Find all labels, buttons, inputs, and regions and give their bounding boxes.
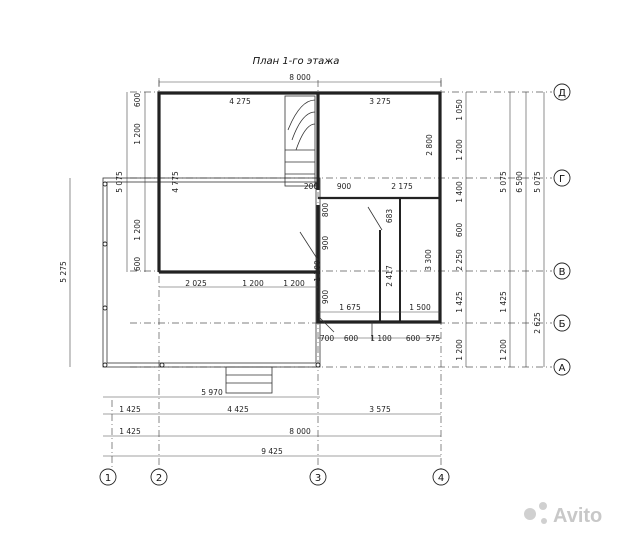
door-swings: [299, 206, 383, 340]
svg-text:4 425: 4 425: [227, 405, 249, 414]
plan-title: План 1-го этажа: [253, 56, 340, 67]
dim-4275: 4 275: [229, 97, 251, 106]
axis-marker-G: Г: [559, 174, 565, 185]
svg-text:1 425: 1 425: [499, 291, 508, 313]
dim-5275: 5 275: [59, 261, 68, 283]
svg-text:1 425: 1 425: [119, 405, 141, 414]
dim-2800: 2 800: [425, 134, 434, 156]
svg-text:1 200: 1 200: [499, 339, 508, 361]
axis-marker-V: В: [559, 267, 566, 278]
dim-200: 200: [304, 182, 319, 191]
axis-marker-3: 3: [315, 473, 321, 484]
svg-text:3 575: 3 575: [369, 405, 391, 414]
svg-text:5 075: 5 075: [499, 171, 508, 193]
svg-text:1 200: 1 200: [455, 139, 464, 161]
dim-1500: 1 500: [409, 303, 431, 312]
watermark-text: Avito: [553, 505, 602, 527]
dim-right-chain: 1 050 1 200 1 400 600 2 250 1 425 1 200 …: [455, 92, 545, 367]
svg-text:1 400: 1 400: [455, 181, 464, 203]
dim-900-v-a: 900: [321, 236, 330, 251]
staircase: [284, 95, 316, 187]
dim-1200-b: 1 200: [283, 279, 305, 288]
dim-2417: 2 417: [385, 265, 394, 287]
dim-1675: 1 675: [339, 303, 361, 312]
axis-marker-2: 2: [156, 473, 162, 484]
svg-text:575: 575: [426, 334, 441, 343]
dim-3300: 3 300: [424, 249, 433, 271]
dim-below-chain: 5 970 1 425 4 425 3 575 1 425 8 000 9 42…: [103, 388, 441, 457]
dim-900-v-b: 900: [321, 290, 330, 305]
svg-text:2 250: 2 250: [455, 249, 464, 271]
dim-800: 800: [321, 203, 330, 218]
dim-1200-a: 1 200: [242, 279, 264, 288]
dim-5970: 5 970: [201, 388, 223, 397]
svg-text:1 425: 1 425: [455, 291, 464, 313]
row-axis-markers: Д Г В Б А: [553, 83, 571, 376]
svg-text:5 075: 5 075: [115, 171, 124, 193]
svg-text:1 200: 1 200: [455, 339, 464, 361]
dim-4775: 4 775: [171, 171, 180, 193]
dim-9425: 9 425: [261, 447, 283, 456]
axis-marker-4: 4: [438, 473, 444, 484]
svg-text:600: 600: [133, 257, 142, 272]
dim-2175: 2 175: [391, 182, 413, 191]
svg-text:700: 700: [320, 334, 335, 343]
svg-text:5 075: 5 075: [533, 171, 542, 193]
svg-text:1 100: 1 100: [370, 334, 392, 343]
interior-walls: [316, 93, 440, 322]
dim-2025: 2 025: [185, 279, 207, 288]
dim-top-overall: 8 000: [158, 73, 442, 86]
dim-900-h: 900: [337, 182, 352, 191]
dim-bottom-row: 700 600 1 100 600 575: [318, 334, 441, 343]
dim-683: 683: [385, 209, 394, 224]
svg-text:1 050: 1 050: [455, 99, 464, 121]
axis-marker-B: Б: [559, 319, 566, 330]
svg-text:600: 600: [344, 334, 359, 343]
dim-left-chain: 600 1 200 5 075 1 200 600 5 275: [59, 92, 146, 367]
entrance-steps: [225, 366, 273, 394]
column-axis-markers: 1 2 3 4: [99, 468, 450, 486]
svg-text:600: 600: [406, 334, 421, 343]
dim-8000-top: 8 000: [289, 73, 311, 82]
axis-marker-1: 1: [105, 473, 111, 484]
dim-1200-v: 1 200: [313, 260, 322, 282]
axis-marker-D: Д: [558, 88, 566, 99]
svg-text:2 625: 2 625: [533, 312, 542, 334]
avito-watermark: Avito: [524, 502, 602, 527]
svg-text:1 200: 1 200: [133, 123, 142, 145]
svg-text:600: 600: [133, 93, 142, 108]
axis-marker-A: А: [559, 363, 566, 374]
svg-text:1 425: 1 425: [119, 427, 141, 436]
svg-text:1 200: 1 200: [133, 219, 142, 241]
axis-grid: [111, 80, 552, 470]
svg-text:600: 600: [455, 223, 464, 238]
svg-text:8 000: 8 000: [289, 427, 311, 436]
svg-text:6 500: 6 500: [515, 171, 524, 193]
dim-3275: 3 275: [369, 97, 391, 106]
